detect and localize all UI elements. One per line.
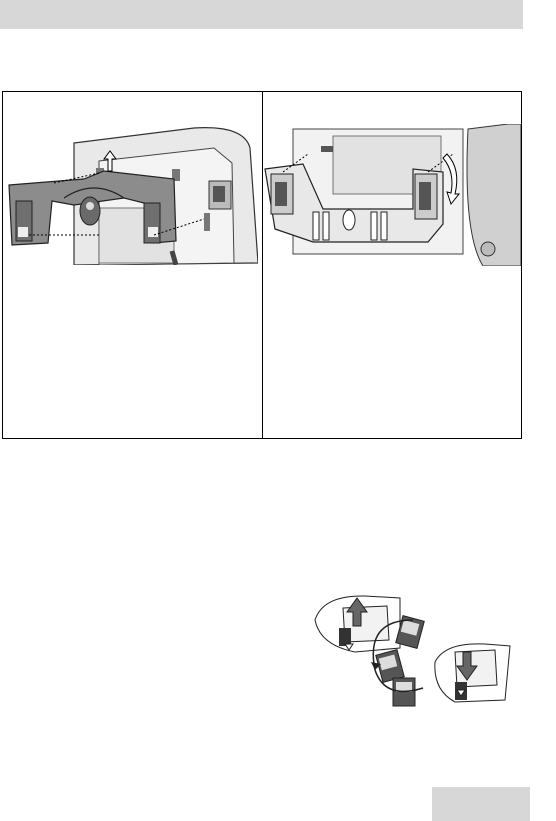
header-bar (0, 0, 523, 29)
belt-clip-illustration (305, 590, 523, 718)
bracket-attach-illustration (4, 123, 258, 265)
page-number-tab (432, 787, 530, 821)
bracket-rotate-illustration (263, 124, 521, 266)
